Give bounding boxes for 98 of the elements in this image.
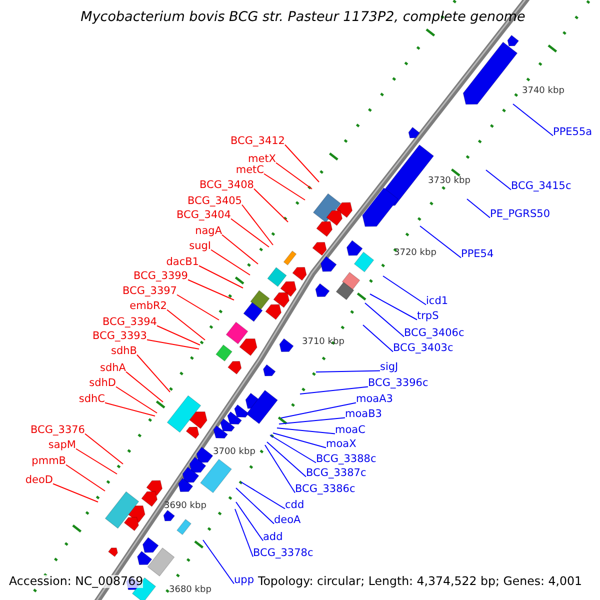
leader-line bbox=[276, 162, 312, 190]
leader-line bbox=[466, 198, 490, 218]
gene-label: PPE55a bbox=[553, 126, 592, 139]
gene-label: BCG_3393 bbox=[92, 330, 147, 343]
leader-line bbox=[486, 170, 512, 190]
title: Mycobacterium bovis BCG str. Pasteur 1173P2, complete genome bbox=[80, 9, 526, 25]
leader-line bbox=[420, 226, 462, 258]
gene-label: sdhD bbox=[89, 377, 116, 390]
gene-label: moaB3 bbox=[345, 408, 382, 421]
leader-line bbox=[222, 234, 258, 264]
gene-label: embR2 bbox=[130, 300, 167, 313]
leader-line bbox=[264, 444, 296, 494]
tick-label: 3730 kbp bbox=[428, 175, 470, 188]
leader-line bbox=[236, 502, 264, 542]
leader-line bbox=[266, 442, 306, 478]
gene-label: dacB1 bbox=[166, 256, 199, 269]
gene-label: deoD bbox=[25, 474, 53, 487]
gene-label: add bbox=[263, 531, 283, 544]
gene-label: sugI bbox=[189, 240, 211, 253]
gene-label: BCG_3378c bbox=[253, 547, 314, 560]
leader-line bbox=[156, 325, 200, 346]
gene-label: sdhB bbox=[111, 345, 137, 358]
gene-label: moaX bbox=[326, 438, 356, 451]
leader-line bbox=[236, 488, 274, 524]
leader-line bbox=[242, 204, 274, 246]
tick-label: 3740 kbp bbox=[522, 85, 564, 98]
tick-label: 3710 kbp bbox=[302, 336, 344, 349]
leader-line bbox=[382, 276, 426, 306]
leader-line bbox=[146, 339, 200, 350]
leader-line bbox=[264, 173, 306, 200]
gene-label: deoA bbox=[274, 514, 301, 527]
gene-label: BCG_3405 bbox=[188, 195, 242, 208]
tick-label: 3700 kbp bbox=[213, 446, 256, 459]
leader-line bbox=[370, 294, 418, 320]
leader-line bbox=[198, 265, 244, 288]
gene-label: BCG_3415c bbox=[511, 180, 572, 193]
leader-line bbox=[104, 402, 156, 416]
gene-label: BCG_3403c bbox=[393, 342, 454, 355]
gene-label: metC bbox=[236, 164, 264, 177]
gene-label: sapM bbox=[48, 439, 76, 452]
leader-line bbox=[176, 294, 220, 320]
leader-line bbox=[52, 483, 98, 502]
gene-label: metX bbox=[248, 153, 276, 166]
leader-line bbox=[512, 104, 554, 136]
tick-label: 3720 kbp bbox=[394, 247, 436, 260]
gene-label: sdhC bbox=[78, 393, 105, 406]
leader-line bbox=[210, 249, 250, 276]
gene-label: icd1 bbox=[426, 295, 448, 308]
gene-label: PE_PGRS50 bbox=[490, 208, 550, 221]
gene-label: upp bbox=[234, 574, 254, 587]
leader-line bbox=[202, 540, 234, 584]
gene-label: BCG_3397 bbox=[122, 285, 177, 298]
gene-label: BCG_3406c bbox=[404, 327, 464, 340]
gene-label: BCG_3386c bbox=[295, 483, 356, 496]
leader-line bbox=[270, 434, 316, 464]
gene-label: BCG_3396c bbox=[368, 377, 428, 390]
gene-label: sdhA bbox=[100, 362, 126, 375]
leader-line bbox=[188, 279, 234, 300]
leader-line bbox=[300, 386, 368, 394]
leader-line bbox=[272, 432, 326, 448]
leader-line bbox=[254, 188, 288, 222]
gene-label: trpS bbox=[417, 310, 439, 323]
gene-label: cdd bbox=[285, 499, 304, 512]
leader-line bbox=[136, 354, 170, 392]
leader-line bbox=[316, 370, 380, 372]
leader-line bbox=[278, 417, 346, 424]
gene-label: BCG_3394 bbox=[102, 316, 157, 329]
leader-line bbox=[240, 482, 286, 510]
leader-line bbox=[116, 386, 158, 414]
leader-line bbox=[126, 371, 164, 402]
info-text: Topology: circular; Length: 4,374,522 bp; Genes: 4,001 bbox=[258, 575, 582, 588]
gene-label: PPE54 bbox=[461, 248, 494, 261]
gene-label: moaC bbox=[335, 424, 366, 437]
leader-line bbox=[66, 464, 106, 492]
gene-label: BCG_3412 bbox=[230, 135, 285, 148]
gene-label: sigJ bbox=[380, 361, 398, 374]
leader-line bbox=[364, 302, 404, 338]
gene-label: nagA bbox=[195, 225, 222, 238]
info-text: Accession: NC_008769 bbox=[9, 575, 144, 588]
leader-line bbox=[284, 144, 320, 182]
gene-label: moaA3 bbox=[356, 393, 393, 406]
gene-label: BCG_3376 bbox=[30, 424, 85, 437]
leader-line bbox=[234, 508, 254, 558]
gene-label: BCG_3404 bbox=[176, 209, 231, 222]
tick-label: 3690 kbp bbox=[164, 500, 206, 513]
leader-line bbox=[166, 309, 206, 340]
gene-label: BCG_3388c bbox=[316, 453, 376, 466]
gene-label: pmmB bbox=[32, 455, 66, 468]
leader-line bbox=[362, 324, 394, 352]
leader-line bbox=[280, 402, 356, 418]
gene-label: BCG_3408 bbox=[200, 179, 254, 192]
leader-line bbox=[84, 433, 124, 464]
gene-label: BCG_3399 bbox=[134, 270, 188, 283]
tick-label: 3680 kbp bbox=[169, 584, 212, 597]
leader-line bbox=[230, 218, 270, 248]
gene-label: BCG_3387c bbox=[306, 467, 366, 480]
leader-line bbox=[76, 448, 118, 474]
leader-line bbox=[276, 428, 336, 434]
